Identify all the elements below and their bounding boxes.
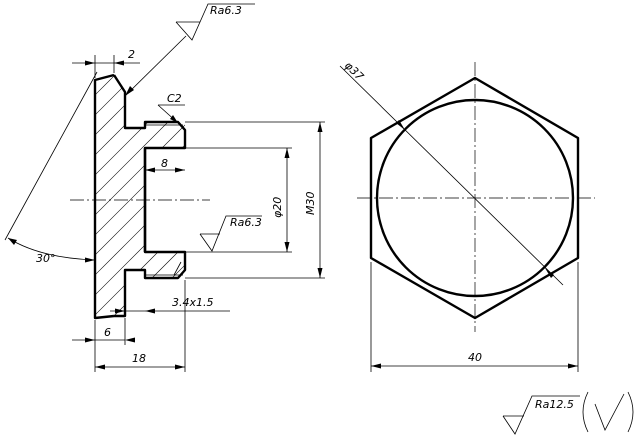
chamfer-line — [173, 261, 182, 276]
end-view: φ37 40 — [339, 59, 595, 372]
dim-dia37-label: φ37 — [342, 59, 366, 83]
chamfer-c2-label: C2 — [167, 92, 182, 105]
angle-label: 30° — [36, 252, 56, 265]
dim-40-label: 40 — [468, 351, 482, 364]
roughness-bore-label: Ra6.3 — [230, 216, 262, 229]
section-view: 2 Ra6.3 C2 8 Ra6.3 φ20 M30 — [4, 3, 325, 372]
dim-8-label: 8 — [161, 157, 168, 170]
dim-m30-label: M30 — [304, 192, 317, 216]
groove-label: 3.4x1.5 — [172, 296, 214, 309]
roughness-symbol-general — [502, 395, 580, 435]
dim-2-label: 2 — [128, 48, 135, 61]
roughness-top-label: Ra6.3 — [210, 4, 242, 17]
paren-left — [582, 391, 589, 433]
paren-right — [627, 391, 634, 433]
check-symbol — [594, 393, 625, 431]
dim-18-label: 18 — [132, 352, 146, 365]
roughness-symbol-bore — [199, 215, 262, 252]
dim-line-dia37 — [339, 65, 564, 286]
dim-6-label: 6 — [104, 326, 111, 339]
roughness-leader — [124, 35, 187, 97]
general-roughness: Ra12.5 — [502, 391, 634, 435]
dim-dia20-label: φ20 — [271, 197, 284, 218]
angle-ext-line — [4, 71, 98, 241]
section-hatching — [95, 75, 185, 318]
roughness-general-label: Ra12.5 — [535, 398, 574, 411]
